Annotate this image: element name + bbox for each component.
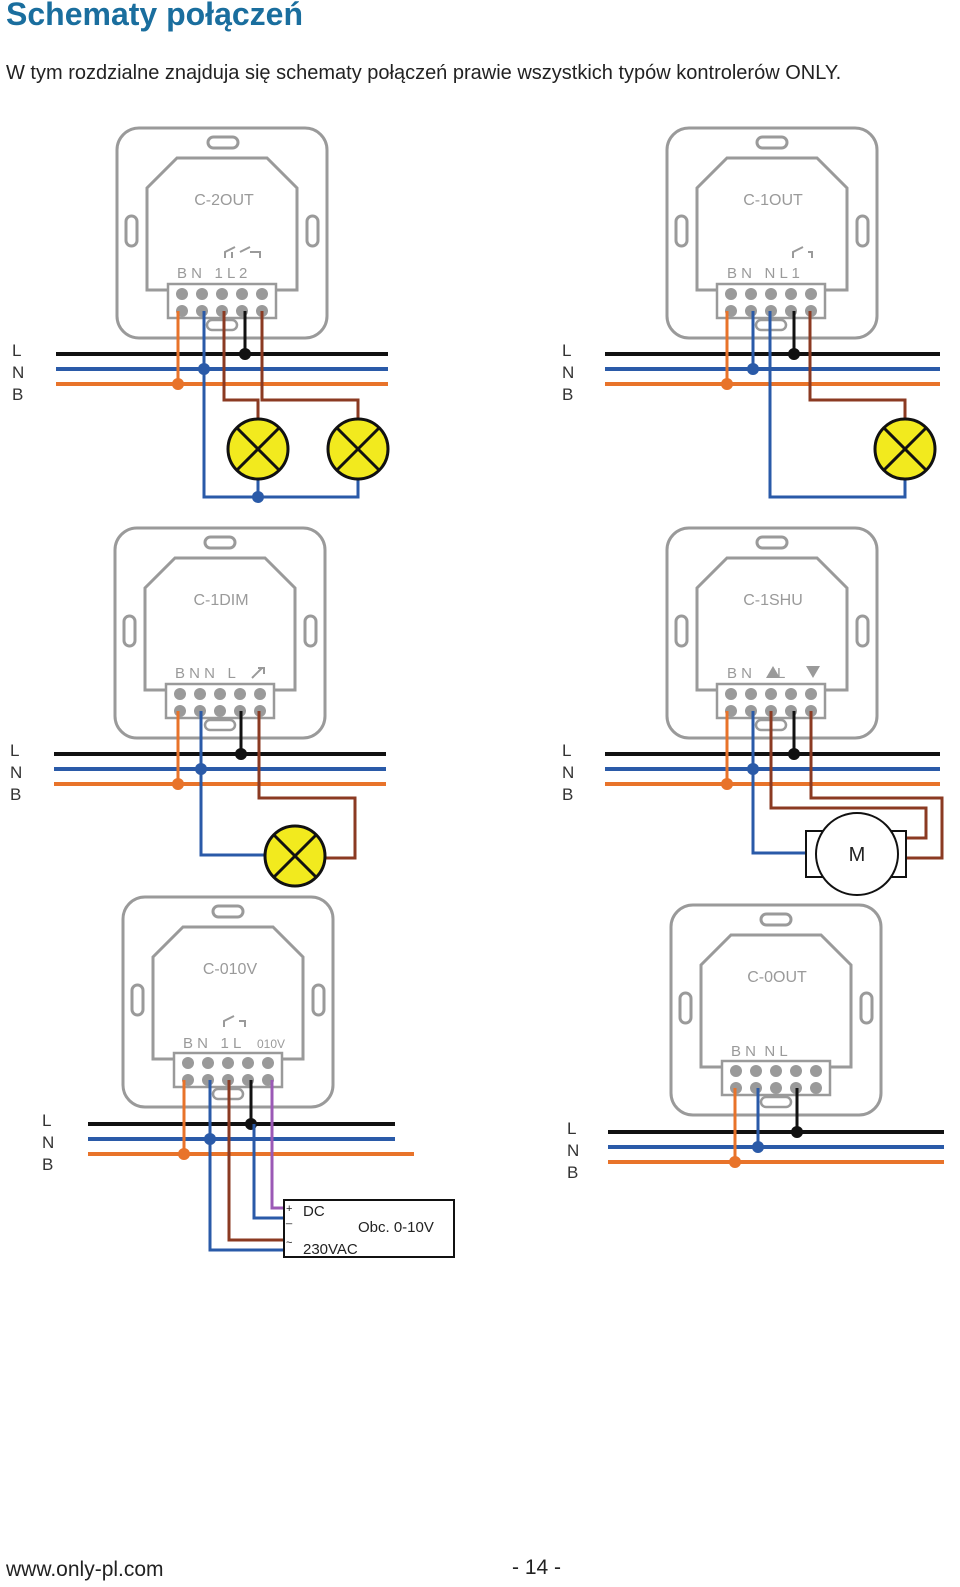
svg-text:+: + [286,1203,292,1215]
c1shu-model-label: C-1SHU [743,592,803,609]
c1dim-bus-l: L [10,741,19,760]
c010v-terminal-labels: B N 1 L [183,1035,241,1052]
c2out-lamp-2 [326,417,390,481]
c0out-module [699,933,853,1069]
footer-url[interactable]: www.only-pl.com [6,1558,164,1581]
intro-text: W tym rozdzialne znajduja się schematy p… [6,62,842,84]
c1shu-bus-n: N [562,763,574,782]
diagram-c010v: C-010V B N 1 L 010V L N B + _ ~ DC 230VA… [42,895,455,1258]
dimmer-icon [251,667,265,679]
c2out-bus-n: N [12,363,24,382]
c1out-bus-n: N [562,363,574,382]
svg-text:_: _ [285,1213,293,1225]
page-title: Schematy połączeń [6,0,303,32]
c1dim-module [143,556,297,692]
c1out-lamp [873,417,937,481]
c1dim-bus-b: B [10,785,21,804]
c0out-model-label: C-0OUT [747,969,807,986]
arrow-up-icon [766,666,780,678]
load-230vac-label: 230VAC [303,1241,358,1258]
c0out-bus-b: B [567,1163,578,1182]
c010v-bus-n: N [42,1133,54,1152]
diagram-c0out: C-0OUT B N N L L N B [567,903,944,1182]
c2out-bus-b: B [12,385,23,404]
c1dim-bus-n: N [10,763,22,782]
c010v-module [151,925,305,1061]
diagram-c2out: C-2OUT B N 1 L 2 L N B [12,126,390,503]
c2out-lamp-1 [226,417,290,481]
c010v-bus-l: L [42,1111,51,1130]
c0out-terminal-labels: B N N L [731,1043,788,1060]
c0out-bus-n: N [567,1141,579,1160]
load-010v-label: Obc. 0-10V [358,1219,434,1236]
c1out-terminal-labels: B N N L 1 [727,265,800,282]
motor-icon [815,812,899,896]
diagram-c1out: C-1OUT B N N L 1 L N B [562,126,940,499]
c1dim-model-label: C-1DIM [193,592,248,609]
c1out-bus-l: L [562,341,571,360]
load-010v-box [283,1199,455,1258]
page-number: - 14 - [512,1556,562,1579]
load-dc-label: DC [303,1203,325,1220]
c0out-bus-l: L [567,1119,576,1138]
diagram-c1dim: C-1DIM B N N L L N B [10,526,386,888]
c1out-bus-b: B [562,385,573,404]
c1shu-bus-b: B [562,785,573,804]
c1shu-module [695,556,849,692]
arrow-down-icon [806,666,820,678]
c2out-model-label: C-2OUT [194,192,254,209]
c2out-bus-l: L [12,341,21,360]
c1out-model-label: C-1OUT [743,192,803,209]
c2out-terminal-labels: B N 1 L 2 [177,265,247,282]
svg-text:~: ~ [286,1237,292,1249]
c1dim-terminal-labels: B N N L [175,665,236,682]
diagram-c1shu: C-1SHU B N L L N B M [562,526,944,896]
c010v-bus-b: B [42,1155,53,1174]
c010v-terminal-010v: 010V [257,1037,285,1051]
motor-label: M [849,844,866,866]
c1dim-lamp [263,824,327,888]
c010v-model-label: C-010V [203,961,258,978]
c1out-module [695,156,849,292]
c1shu-bus-l: L [562,741,571,760]
